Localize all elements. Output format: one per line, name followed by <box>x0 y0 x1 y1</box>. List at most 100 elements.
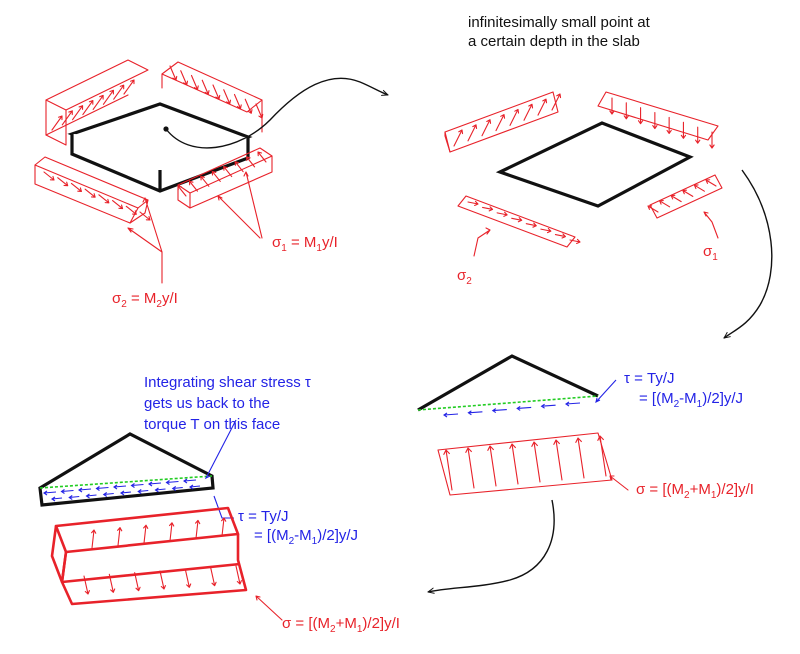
point-sigma1-label: σ1 <box>703 243 718 263</box>
stress-arrow <box>509 108 520 126</box>
stress-arrow <box>693 184 705 192</box>
stress-arrow <box>92 94 104 110</box>
sigma-right-equation: σ = [(M2+M1)/2]y/I <box>636 481 754 501</box>
shear-arrow <box>516 405 532 411</box>
point-panel: infinitesimally small point at a certain… <box>444 14 773 338</box>
stress-arrow <box>531 441 541 483</box>
stress-arrow <box>123 79 135 95</box>
stress-arrow <box>597 435 607 477</box>
stress-arrow <box>670 194 682 203</box>
stress-arrow <box>235 565 242 585</box>
slab <box>67 77 388 193</box>
slab-panel: σ1 = M1y/I σ2 = M2y/I <box>34 59 388 310</box>
stress-arrow <box>487 445 497 487</box>
shear-arrow <box>137 489 149 494</box>
shear-arrow <box>491 408 507 414</box>
shear-arrow <box>113 484 127 490</box>
stress-arrow <box>91 529 97 549</box>
stress-arrow <box>83 575 90 595</box>
stress-arrow <box>511 217 523 223</box>
stress-arrow <box>680 121 687 139</box>
stress-arrow <box>443 449 453 491</box>
stress-arrow <box>659 199 671 208</box>
stress-arrow <box>82 100 94 116</box>
point-stress-block-bottom-left <box>457 195 576 248</box>
tau-left-pointer <box>213 495 234 519</box>
stress-arrow <box>57 177 69 187</box>
shear-arrows-left <box>43 478 201 502</box>
shear-arrow <box>78 487 92 493</box>
stress-arrow <box>666 116 672 134</box>
stress-arrow <box>201 79 210 95</box>
point-stress-block-bottom-right <box>649 174 723 219</box>
shear-arrows-right <box>443 401 581 418</box>
stress-arrow <box>637 107 644 125</box>
stress-arrow <box>98 194 110 204</box>
shear-arrow <box>565 401 581 407</box>
stress-arrow <box>525 222 537 228</box>
stress-arrow <box>575 437 585 479</box>
stress-arrow <box>72 105 84 121</box>
stress-arrow <box>70 182 82 192</box>
normal-stress-block-right <box>437 432 613 496</box>
stress-arrow <box>188 180 198 192</box>
stress-arrow <box>551 93 562 111</box>
shear-arrow <box>171 486 183 491</box>
shear-arrow <box>148 481 162 487</box>
stress-arrow <box>467 200 479 207</box>
stress-arrow <box>246 156 256 168</box>
stress-arrow <box>190 74 199 91</box>
point-sigma2-label: σ2 <box>457 267 472 287</box>
stress-arrow <box>540 227 552 234</box>
integrate-note-line-2: gets us back to the <box>144 395 270 412</box>
stress-arrow <box>195 519 201 539</box>
tau-right-equation-1: τ = Ty/J <box>624 370 675 387</box>
shear-arrow <box>154 487 166 493</box>
integrate-note-line-1: Integrating shear stress τ <box>144 374 311 391</box>
point-note-line-2: a certain depth in the slab <box>468 33 640 50</box>
stress-arrow <box>211 170 221 182</box>
sigma1-equation: σ1 = M1y/I <box>272 234 338 254</box>
stress-arrow <box>257 151 267 163</box>
flow-arrow-cut-to-integrated <box>428 499 555 592</box>
stress-arrow <box>467 124 478 142</box>
stress-arrow <box>223 166 233 178</box>
point-element-square <box>495 121 694 208</box>
stress-arrow <box>210 567 217 587</box>
stress-arrow <box>495 114 506 132</box>
point-sigma1-pointer <box>703 211 719 239</box>
tau-right-equation-2: = [(M2-M1)/2]y/J <box>639 390 743 410</box>
stress-arrow <box>177 185 187 197</box>
stress-arrow <box>453 129 464 147</box>
sigma1-stress-block-back-left <box>45 59 149 146</box>
stress-arrow <box>705 179 717 187</box>
stress-arrow <box>169 65 178 81</box>
stress-arrows-front-right <box>177 151 267 197</box>
integrated-cut-slice <box>38 432 215 507</box>
shear-arrow <box>540 403 556 409</box>
shear-arrow <box>102 492 114 497</box>
stress-arrow <box>180 70 189 86</box>
shear-arrow <box>189 484 201 490</box>
point-stress-arrows-top-right <box>609 97 715 149</box>
shear-arrow <box>165 480 179 485</box>
bending-stress-prism <box>50 506 248 606</box>
shear-arrow <box>85 493 97 499</box>
flow-arrow-point-to-cut <box>724 169 773 338</box>
stress-arrows-back-right <box>169 65 264 119</box>
integrate-note-line-3: torque T on this face <box>144 416 280 433</box>
point-stress-block-top-left <box>444 91 559 153</box>
shear-arrow <box>43 490 57 496</box>
stress-arrow <box>554 233 566 239</box>
stress-arrow <box>200 175 210 187</box>
stress-arrow <box>112 200 124 210</box>
stress-arrow <box>509 443 519 485</box>
stress-arrow <box>169 522 175 542</box>
stress-arrow <box>221 517 227 537</box>
cut-triangle <box>417 354 599 412</box>
stress-arrow <box>223 89 232 105</box>
point-stress-arrows-bottom-left <box>467 200 581 245</box>
stress-arrow <box>61 110 73 126</box>
sigma2-leader-lines <box>127 197 163 284</box>
